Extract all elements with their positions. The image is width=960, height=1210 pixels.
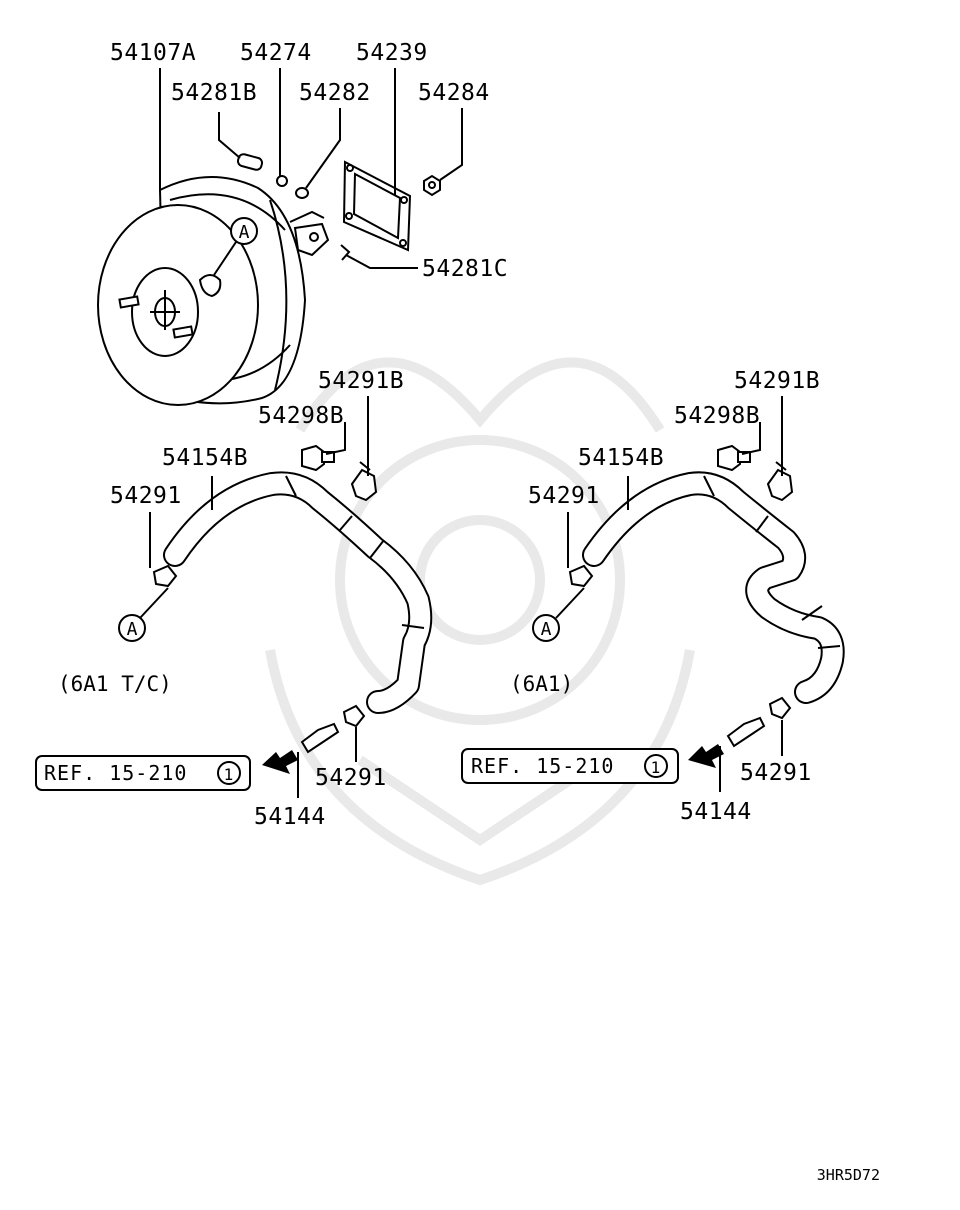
- nut-54284[interactable]: [423, 174, 441, 197]
- left-part-54291-top: 54291: [110, 483, 182, 509]
- check-valve-left[interactable]: [301, 444, 335, 472]
- right-part-54291B: 54291B: [734, 368, 820, 394]
- part-54107A: 54107A: [110, 40, 196, 66]
- hose-clip-right-bottom[interactable]: [768, 696, 792, 720]
- svg-text:A: A: [127, 619, 138, 640]
- clip-right-54291B[interactable]: [766, 461, 794, 502]
- ref-box-left[interactable]: REF. 15-210 1: [35, 755, 251, 791]
- vacuum-hose-left[interactable]: [163, 471, 433, 714]
- leader-lines-left: [139, 396, 369, 798]
- arrow-left-variant: [262, 750, 298, 774]
- union-fitting-right[interactable]: [726, 716, 766, 748]
- ref-number-right: 1: [651, 758, 662, 777]
- right-part-54154B: 54154B: [578, 445, 664, 471]
- clip-54281C[interactable]: [340, 244, 351, 261]
- booster-gasket[interactable]: [342, 160, 412, 252]
- right-part-54291-bottom: 54291: [740, 760, 812, 786]
- right-part-54144: 54144: [680, 799, 752, 825]
- part-54281B: 54281B: [171, 80, 257, 106]
- ref-text-right: REF. 15-210: [471, 754, 614, 778]
- hose-clip-left-bottom[interactable]: [342, 704, 366, 728]
- left-part-54154B: 54154B: [162, 445, 248, 471]
- left-part-54291B: 54291B: [318, 368, 404, 394]
- part-54239: 54239: [356, 40, 428, 66]
- brake-booster[interactable]: [97, 176, 307, 406]
- marker-a-left: A: [118, 614, 146, 642]
- o-ring-54282[interactable]: [295, 187, 309, 199]
- vacuum-hose-right[interactable]: [582, 471, 845, 704]
- left-part-54144: 54144: [254, 804, 326, 830]
- o-ring-54274[interactable]: [276, 175, 288, 187]
- hose-clip-right-top[interactable]: [568, 564, 594, 588]
- ref-number-left: 1: [224, 765, 235, 784]
- leader-lines-top: [159, 68, 463, 269]
- left-part-54298B: 54298B: [258, 403, 344, 429]
- clip-left-54291B[interactable]: [350, 461, 378, 502]
- leader-lines-right: [555, 396, 783, 792]
- hose-clip-left-top[interactable]: [152, 564, 178, 588]
- diagram-code: 3HR5D72: [817, 1166, 880, 1184]
- arrow-right-variant: [688, 744, 724, 768]
- check-valve-right[interactable]: [717, 444, 751, 472]
- right-part-54291-top: 54291: [528, 483, 600, 509]
- left-part-54291-bottom: 54291: [315, 765, 387, 791]
- marker-a-booster: A: [213, 217, 258, 276]
- part-54282: 54282: [299, 80, 371, 106]
- ref-box-right[interactable]: REF. 15-210 1: [461, 748, 679, 784]
- marker-a-right: A: [532, 614, 560, 642]
- booster-stud-pin[interactable]: [236, 153, 264, 171]
- left-caption: (6A1 T/C): [58, 672, 172, 696]
- right-caption: (6A1): [510, 672, 573, 696]
- svg-text:A: A: [239, 222, 250, 243]
- watermark-emblem: [265, 357, 695, 886]
- union-fitting-left[interactable]: [300, 722, 340, 754]
- svg-text:A: A: [541, 619, 552, 640]
- part-54284: 54284: [418, 80, 490, 106]
- part-54274: 54274: [240, 40, 312, 66]
- ref-text-left: REF. 15-210: [44, 761, 187, 785]
- check-valve-mount[interactable]: [289, 210, 330, 257]
- right-part-54298B: 54298B: [674, 403, 760, 429]
- part-54281C: 54281C: [422, 256, 508, 282]
